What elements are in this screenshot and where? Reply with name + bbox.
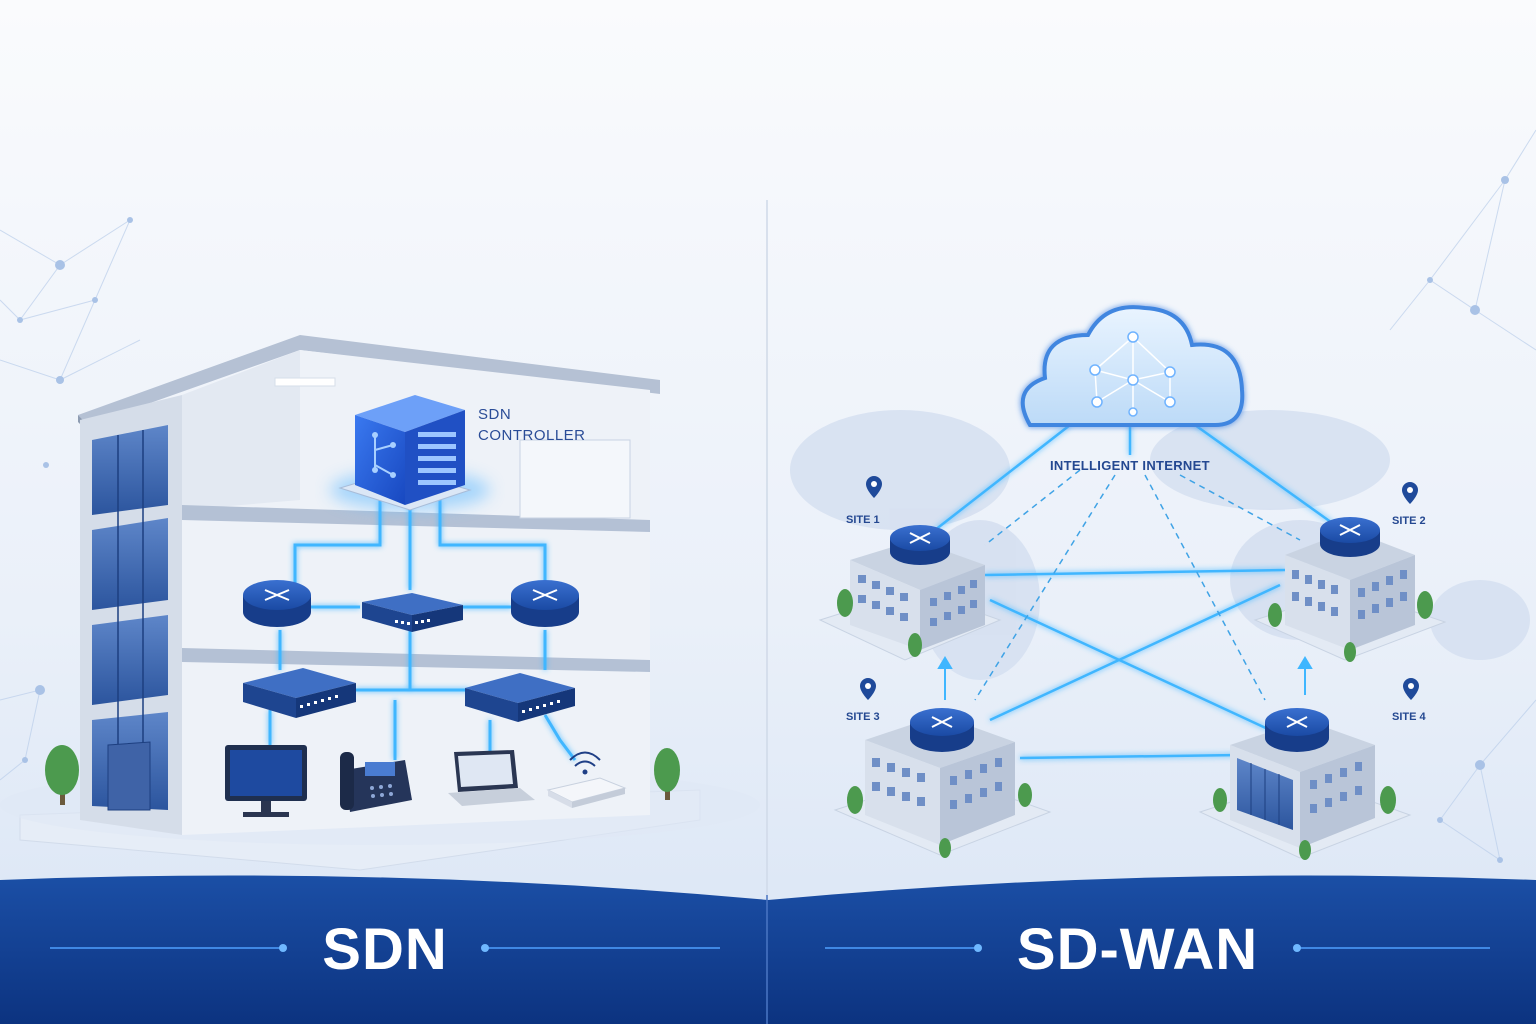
controller-label-line2: CONTROLLER — [478, 427, 586, 444]
location-pin-icon — [1403, 678, 1419, 700]
monitor-icon — [225, 745, 307, 817]
sdn-controller-cube — [330, 395, 490, 511]
router-icon — [511, 580, 579, 627]
site-3-label: SITE 3 — [846, 711, 880, 723]
switch-icon — [362, 593, 463, 632]
site-3-building — [833, 708, 1052, 858]
sdwan-title: SD-WAN — [1016, 917, 1259, 982]
site-1-label: SITE 1 — [846, 514, 880, 526]
sdn-controller-label: SDN CONTROLLER — [478, 404, 586, 446]
mesh-nodes-right — [1427, 176, 1509, 863]
location-pin-icon — [1402, 482, 1418, 504]
sdwan-dashed-links — [974, 469, 1301, 701]
site-1-building — [818, 525, 1002, 661]
controller-label-line1: SDN — [478, 406, 512, 423]
mesh-nodes-left — [17, 217, 133, 763]
wifi-access-point-icon — [546, 751, 627, 808]
sdn-title: SDN — [322, 917, 448, 982]
tree-icon — [654, 748, 680, 800]
intelligent-internet-cloud — [1020, 305, 1245, 427]
location-pin-icon — [860, 678, 876, 700]
router-icon — [1320, 517, 1380, 557]
site-2-label: SITE 2 — [1392, 515, 1426, 527]
location-pin-icon — [866, 476, 882, 498]
intelligent-internet-label: INTELLIGENT INTERNET — [1050, 458, 1210, 473]
desk-phone-icon — [340, 752, 412, 812]
tree-icon — [45, 745, 79, 805]
site-4-label: SITE 4 — [1392, 711, 1426, 723]
laptop-icon — [448, 750, 535, 806]
bottom-banner — [0, 875, 1536, 1024]
banner-decor-dots — [279, 944, 1301, 952]
switch-icon — [243, 668, 356, 718]
site-4-building — [1198, 708, 1412, 860]
uplink-arrow-icons — [937, 656, 1313, 700]
switch-icon — [465, 673, 575, 722]
sdn-links — [268, 500, 577, 761]
router-icon — [1265, 708, 1329, 752]
router-icon — [890, 525, 950, 565]
router-icon — [243, 580, 311, 627]
decorative-network-mesh-right — [1389, 129, 1536, 862]
site-2-building — [1253, 517, 1447, 662]
router-icon — [910, 708, 974, 752]
sdwan-solid-links — [934, 415, 1336, 760]
